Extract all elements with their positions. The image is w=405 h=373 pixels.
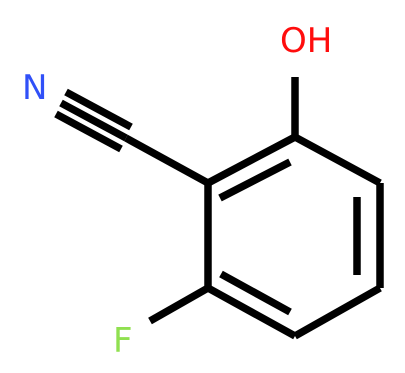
bond-ring-c4-c5 <box>293 284 382 340</box>
bond-ring-c1-c2-inner <box>218 158 292 202</box>
bond-ring-c1-c2 <box>206 133 297 187</box>
triple-bond-cn <box>54 88 133 153</box>
bond-ring-c5-c6 <box>206 284 297 340</box>
hydroxyl-label: OH <box>280 21 332 61</box>
benzene-ring <box>204 133 384 340</box>
bond-cn-1 <box>59 99 128 142</box>
bond-c-f <box>148 284 210 325</box>
bond-ring-c5-c6-inner <box>219 270 292 316</box>
nitrogen-label: N <box>22 68 47 108</box>
bond-c-cn <box>124 134 210 187</box>
bond-ring-c2-c3 <box>293 133 382 187</box>
bond-cn-2 <box>64 88 133 131</box>
bond-cn-3 <box>54 110 123 153</box>
fluorine-label: F <box>113 321 133 361</box>
